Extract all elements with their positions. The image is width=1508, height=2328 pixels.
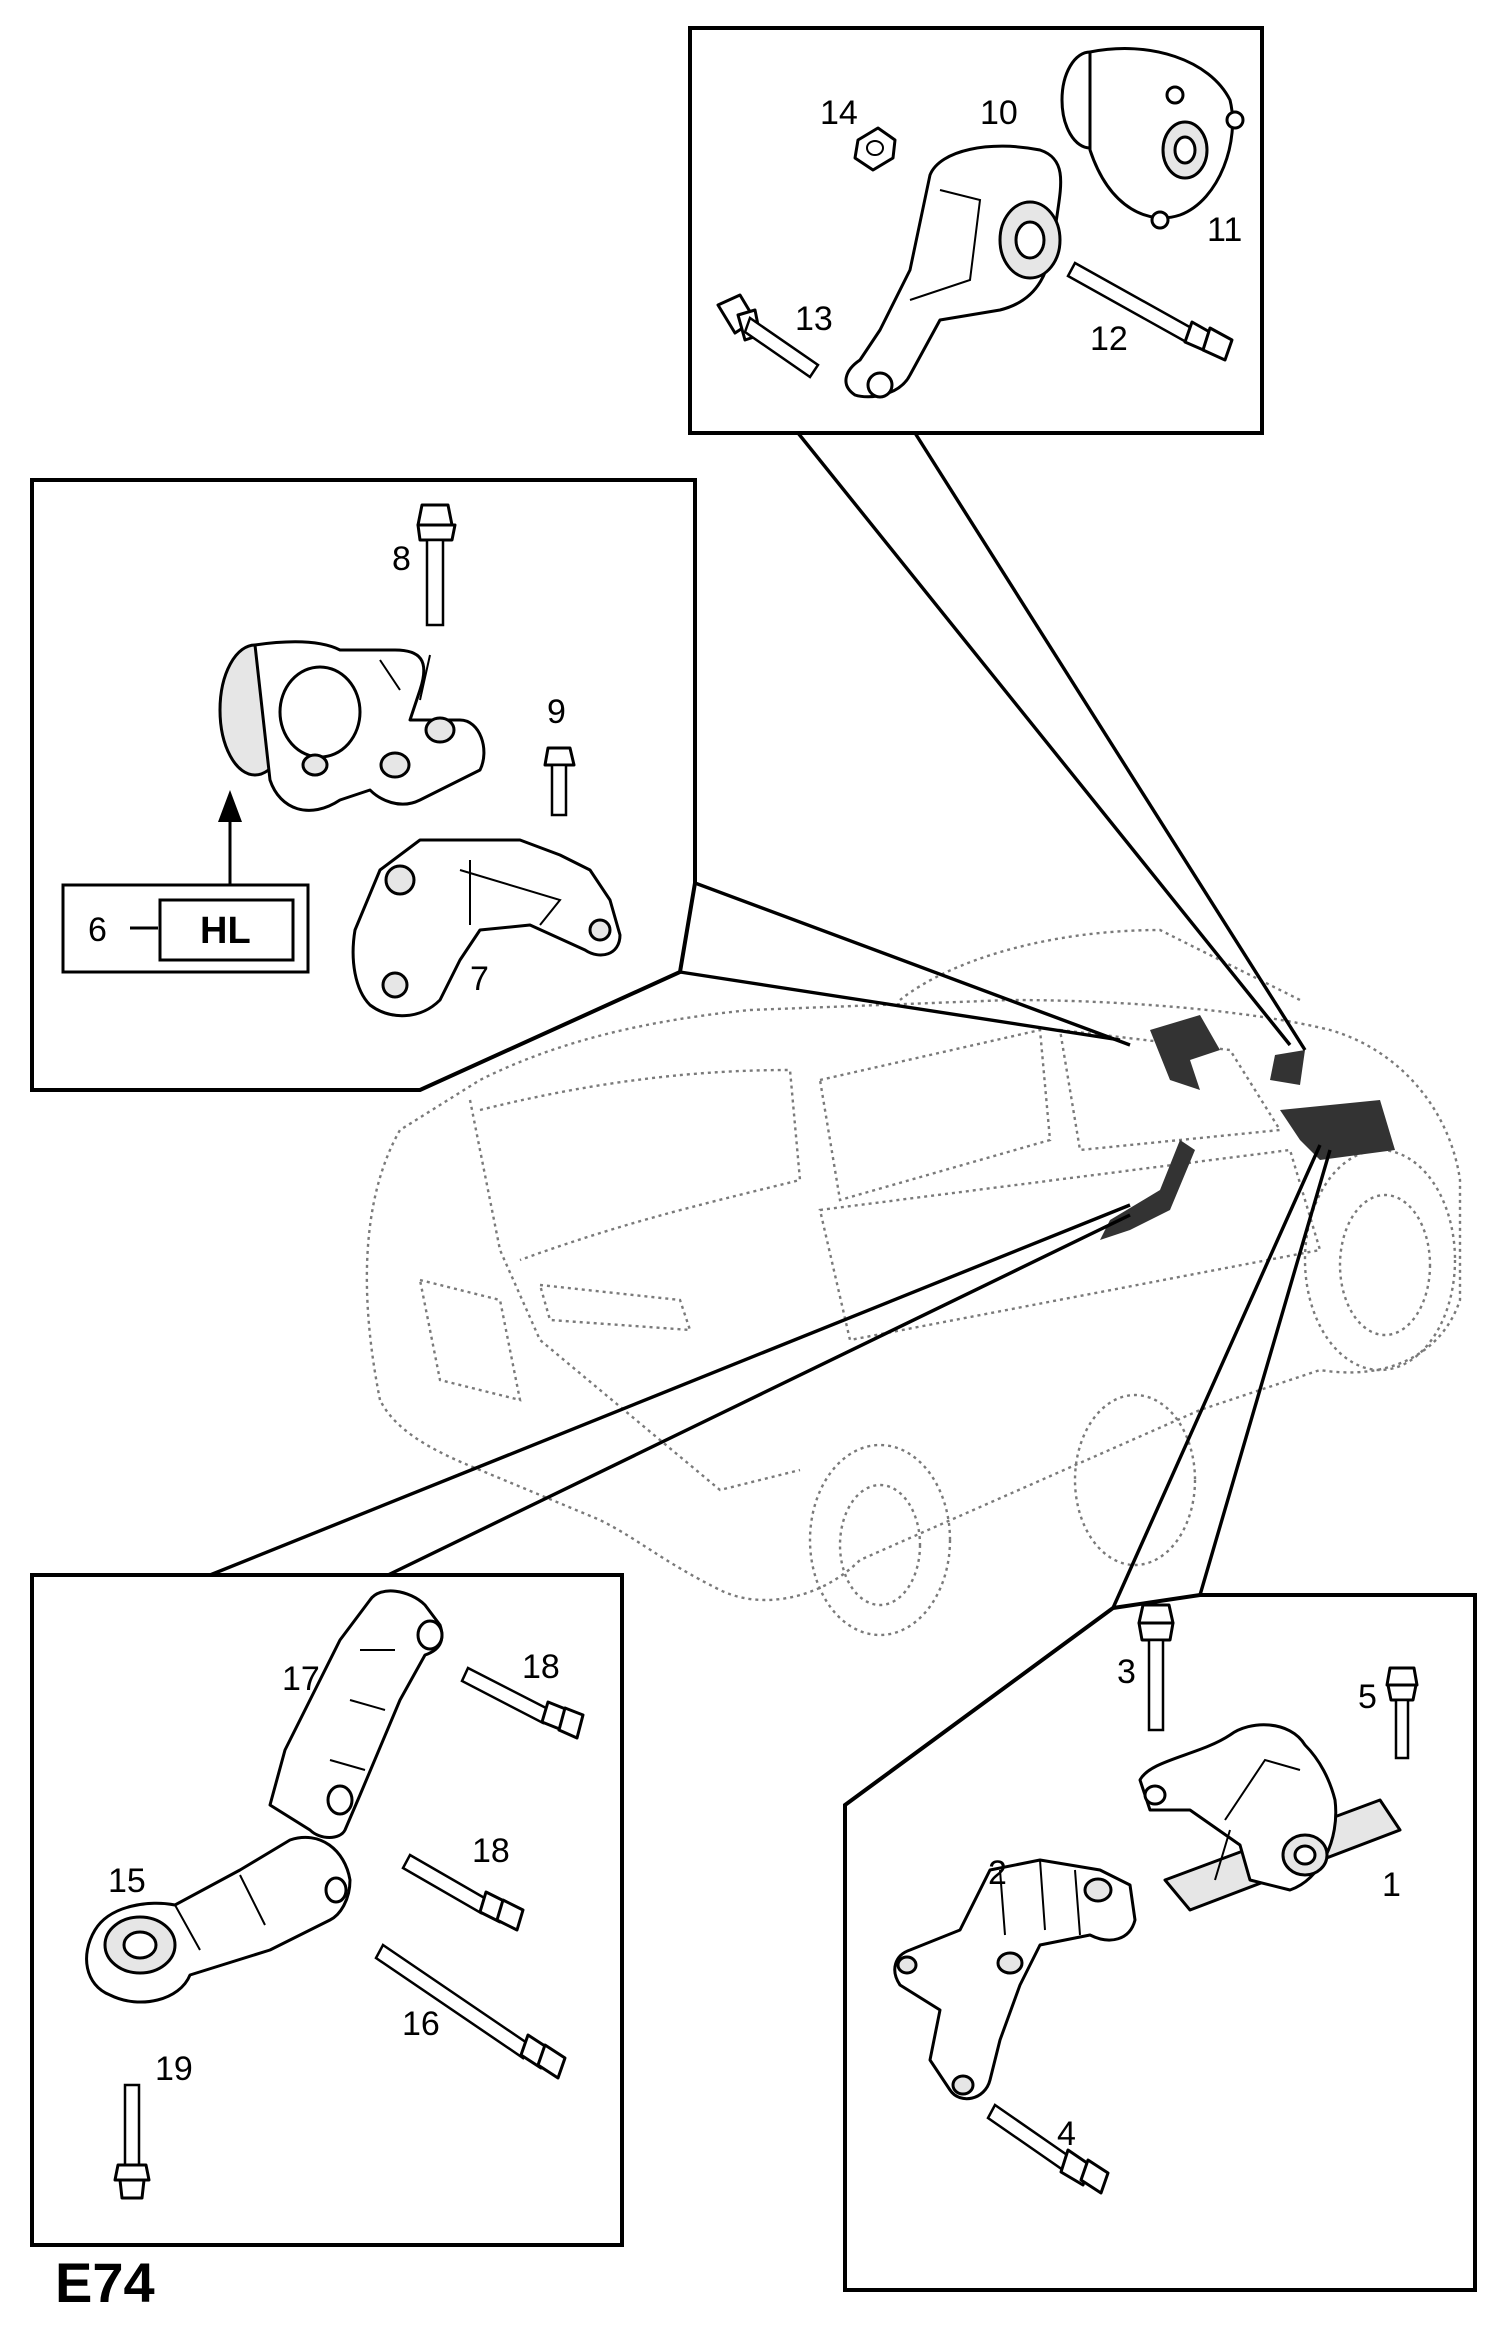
hl-reference-box: HL [61,883,310,974]
part-19-bolt [113,2083,151,2200]
part-15-bracket [85,1835,352,2004]
part-14-nut [853,126,897,172]
part-3-bolt [1137,1603,1175,1732]
callout-14: 14 [820,94,858,132]
part-9-bolt [543,746,576,817]
part-7-bracket [351,838,622,1018]
part-8-bolt [416,503,457,627]
callout-8: 8 [392,540,411,578]
callout-17: 17 [282,1660,320,1698]
callout-5: 5 [1358,1678,1377,1716]
detail-box-10-14: 10 11 12 13 14 [688,26,1264,435]
mount-assembly [218,640,486,812]
hl-tag-label: HL [200,910,251,952]
part-1-mount [1138,1723,1402,1912]
callout-1: 1 [1382,1866,1401,1904]
part-10-bracket [844,144,1063,399]
part-12-bolt [1066,261,1234,362]
detail-box-15-19: 15 16 17 18 18 19 [30,1573,624,2247]
callout-3: 3 [1117,1653,1136,1691]
callout-18-upper: 18 [522,1648,560,1686]
part-13-bolt [716,293,820,379]
part-5-bolt [1385,1666,1419,1760]
detail-box-6-9: HL 6 7 8 9 [30,478,697,1092]
figure-code: E74 [55,2251,155,2314]
callout-18-lower: 18 [472,1832,510,1870]
part-4-bolt [986,2103,1110,2195]
part-18-bolt-upper [460,1666,585,1740]
vehicle-outline [365,928,1462,1637]
callout-13: 13 [795,300,833,338]
callout-4: 4 [1057,2115,1076,2153]
part-16-bolt [374,1943,567,2080]
callout-11: 11 [1207,211,1242,249]
part-2-bracket [893,1858,1137,2101]
leader-lines [209,431,1332,1609]
callout-19: 19 [155,2050,193,2088]
part-18-bolt-lower [401,1853,525,1932]
up-arrow [218,790,242,885]
part-17-torque-arm [268,1589,444,1839]
callout-7: 7 [470,960,489,998]
callout-9: 9 [547,693,566,731]
callout-10: 10 [980,94,1018,132]
detail-box-1-5: 1 2 3 4 5 [843,1593,1477,2292]
callout-15: 15 [108,1862,146,1900]
part-11-mount [1060,47,1245,230]
callout-6: 6 [88,911,107,949]
callout-16: 16 [402,2005,440,2043]
callout-12: 12 [1090,320,1128,358]
callout-2: 2 [988,1854,1007,1892]
